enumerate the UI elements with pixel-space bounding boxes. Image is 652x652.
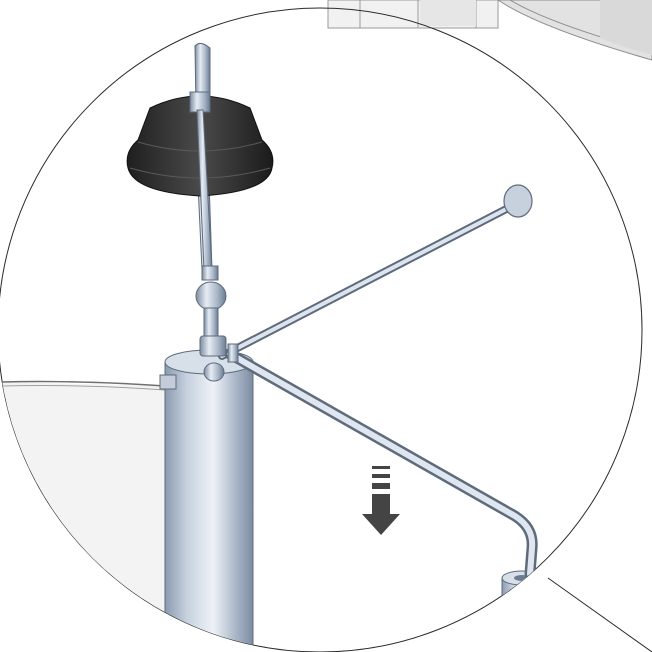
background-wall xyxy=(327,0,652,61)
wall-flange xyxy=(503,184,533,218)
leader-line xyxy=(547,577,652,652)
wall-rod xyxy=(218,184,533,360)
support-column xyxy=(159,349,254,652)
arrow-down-icon xyxy=(362,466,400,535)
showerhead xyxy=(126,91,274,271)
floor-edge xyxy=(539,499,642,573)
left-panel xyxy=(0,380,166,652)
bent-pipe xyxy=(224,348,538,580)
detail-circle xyxy=(0,7,643,652)
riser-fittings xyxy=(195,265,239,382)
bottom-post xyxy=(501,570,543,652)
